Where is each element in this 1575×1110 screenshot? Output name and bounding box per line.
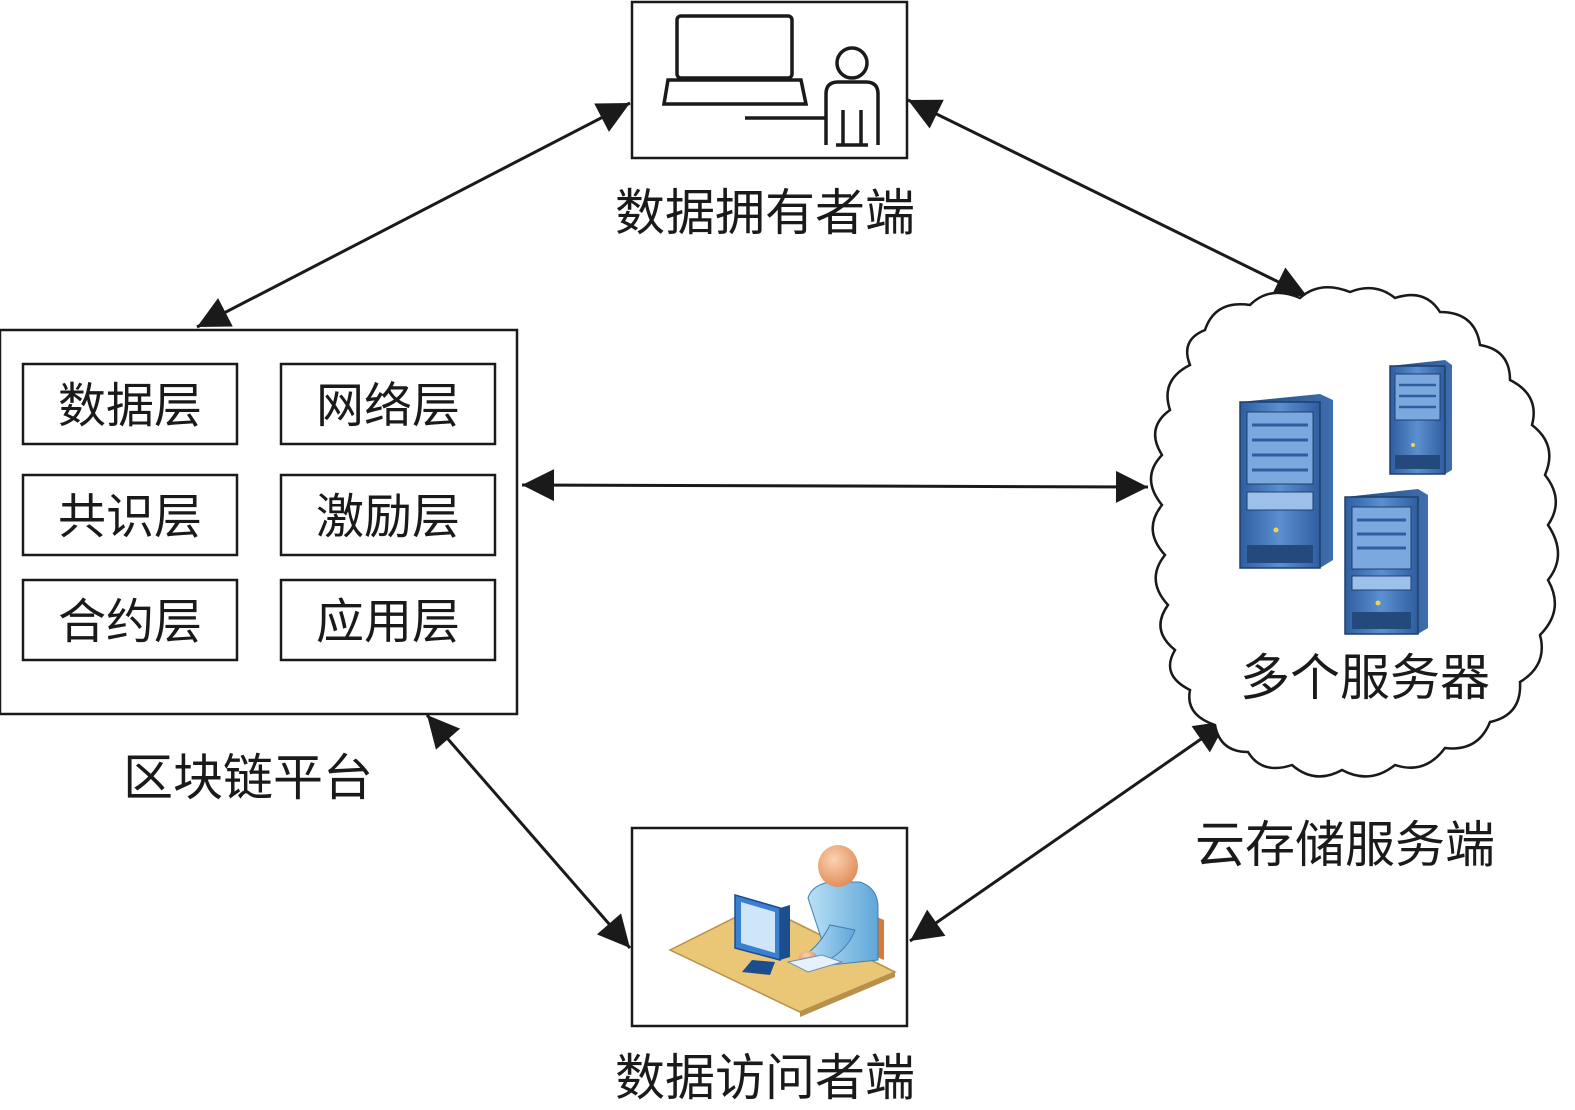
layer-box bbox=[279, 473, 497, 557]
layer-box bbox=[21, 362, 239, 446]
laptop-user-icon bbox=[661, 14, 880, 147]
edges bbox=[196, 98, 1308, 949]
server-icon bbox=[1239, 360, 1452, 635]
edge-cloud-accessor bbox=[909, 719, 1228, 943]
layer-label: 激励层 bbox=[316, 489, 460, 545]
blockchain-node: 数据层 网络层 共识层 激励层 合约层 应用层 区块链平台 bbox=[0, 328, 519, 807]
accessor-label: 数据访问者端 bbox=[615, 1049, 915, 1107]
layer-label: 共识层 bbox=[58, 489, 202, 545]
cloud-inner-label: 多个服务器 bbox=[1240, 649, 1490, 707]
layer-box bbox=[279, 578, 497, 662]
layer-box bbox=[21, 578, 239, 662]
owner-node: 数据拥有者端 bbox=[615, 0, 915, 242]
layer-label: 数据层 bbox=[58, 378, 202, 434]
user-at-computer-icon bbox=[668, 845, 897, 1017]
layer-label: 应用层 bbox=[316, 594, 460, 650]
owner-label: 数据拥有者端 bbox=[615, 184, 915, 242]
layer-grid: 数据层 网络层 共识层 激励层 合约层 应用层 bbox=[21, 362, 497, 662]
edge-owner-cloud bbox=[907, 98, 1308, 298]
cloud-node: 多个服务器 云存储服务端 bbox=[1149, 285, 1560, 874]
blockchain-label: 区块链平台 bbox=[123, 749, 373, 807]
layer-box bbox=[21, 473, 239, 557]
accessor-node: 数据访问者端 bbox=[615, 826, 915, 1107]
edge-blockchain-cloud bbox=[521, 469, 1149, 503]
edge-owner-blockchain bbox=[196, 101, 631, 329]
layer-label: 网络层 bbox=[316, 378, 460, 434]
layer-label: 合约层 bbox=[58, 594, 202, 650]
edge-blockchain-accessor bbox=[425, 714, 632, 949]
layer-box bbox=[279, 362, 497, 446]
cloud-label: 云存储服务端 bbox=[1195, 816, 1495, 874]
